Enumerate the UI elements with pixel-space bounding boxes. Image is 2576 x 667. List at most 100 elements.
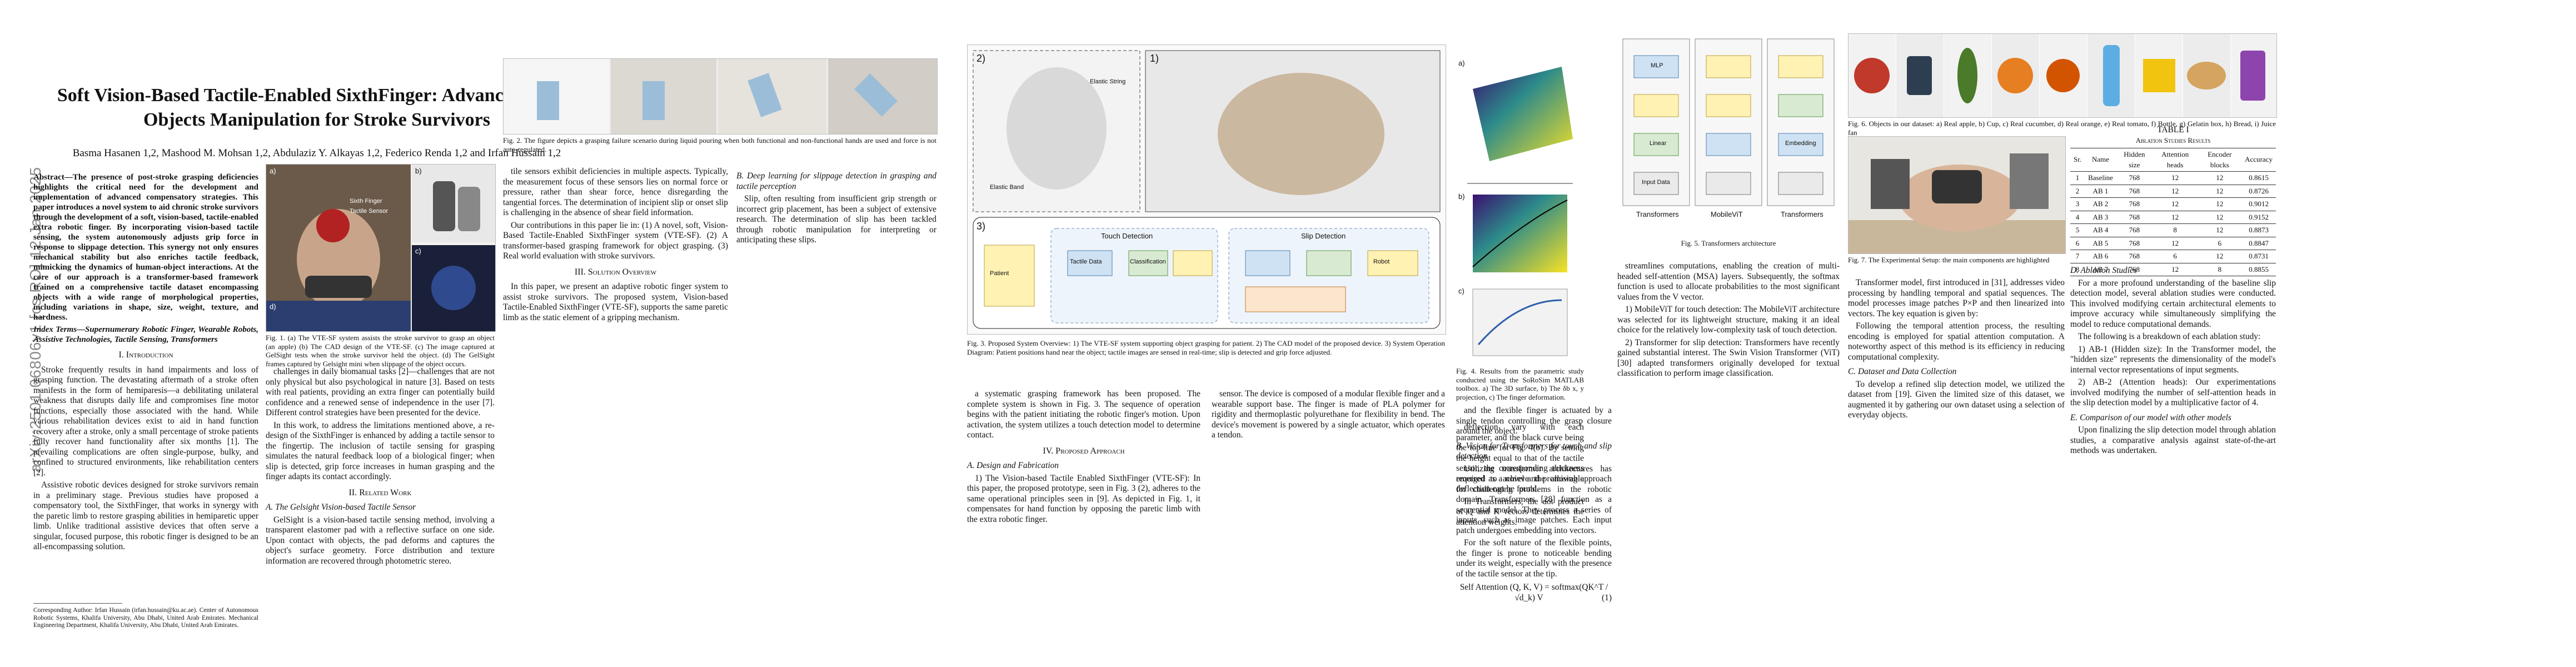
- table-cell: (1): [1602, 593, 1612, 603]
- subsection-heading: A. The Gelsight Vision-based Tactile Sen…: [266, 502, 416, 512]
- table-cell: AB 4: [2085, 223, 2116, 237]
- figure-7-caption: Fig. 7. The Experimental Setup: the main…: [1848, 256, 2050, 264]
- table-cell: 1: [2070, 171, 2085, 185]
- table-cell: 12: [2198, 197, 2242, 211]
- table-cell: Name: [2085, 148, 2116, 172]
- diagram-node: Patient: [990, 270, 1009, 277]
- table-1: TABLE I Ablation Studies Results Sr. Nam…: [2070, 125, 2276, 276]
- column-8: Transformer model, first introduced in […: [1848, 278, 2065, 423]
- table-cell: 3: [2070, 197, 2085, 211]
- table-cell: Accuracy: [2241, 148, 2276, 172]
- column-9: D. Ablation Studies For a more profound …: [2070, 261, 2276, 459]
- table-cell: 0.8855: [2241, 262, 2276, 276]
- paragraph: Upon finalizing the slip detection model…: [2070, 425, 2276, 455]
- table-cell: 7: [2070, 250, 2085, 263]
- figure-label: 1): [1150, 53, 1159, 64]
- table-cell: 0.8731: [2241, 250, 2276, 263]
- section-heading: II. Related Work: [348, 487, 412, 497]
- footnotes: Corresponding Author: Irfan Hussain (irf…: [33, 607, 258, 629]
- column-3b: B. Deep learning for slippage detection …: [736, 167, 936, 248]
- section-heading: III. Solution Overview: [574, 267, 657, 277]
- figure-3-caption: Fig. 3. Proposed System Overview: 1) The…: [967, 339, 1445, 356]
- figure-2-photos: [504, 59, 937, 134]
- column-1: Abstract—The presence of post-stroke gra…: [33, 172, 258, 555]
- paragraph: In this paper, we present an adaptive ro…: [503, 282, 728, 322]
- table-title: TABLE I: [2157, 125, 2189, 135]
- figure-4-caption: Fig. 4. Results from the parametric stud…: [1456, 367, 1584, 401]
- paragraph: 2) Transformer for slip detection: Trans…: [1617, 337, 1840, 379]
- table-cell: AB 3: [2085, 210, 2116, 224]
- paper-title: Soft Vision-Based Tactile-Enabled SixthF…: [57, 85, 577, 130]
- column-7: streamlines computations, enabling the c…: [1617, 261, 1840, 381]
- paragraph: tile sensors exhibit deficiencies in mul…: [503, 167, 728, 217]
- keywords: Index Terms—Supernumerary Robotic Finger…: [33, 325, 258, 344]
- figure-label: b): [415, 167, 422, 175]
- table-cell: 768: [2116, 262, 2153, 276]
- table-cell: 768: [2116, 223, 2153, 237]
- table-subtitle: Ablation Studies Results: [2135, 136, 2211, 145]
- paragraph: 1) AB-1 (Hidden size): In the Transforme…: [2070, 344, 2276, 375]
- paragraph: Assistive robotic devices designed for s…: [33, 480, 258, 551]
- callout-label: Tactile Sensor: [350, 208, 388, 215]
- table-cell: AB 7: [2085, 262, 2116, 276]
- table-cell: Self Attention (Q, K, V) = softmax(QK^T …: [1459, 583, 1608, 603]
- table-cell: 0.8615: [2241, 171, 2276, 185]
- paragraph: a systematic grasping framework has been…: [967, 389, 1200, 440]
- figure-5-diagram: [1622, 38, 1835, 206]
- table-cell: 12: [2152, 171, 2198, 185]
- table-cell: 8: [2152, 223, 2198, 237]
- subsection-heading: B. Vision for Transformers for touch and…: [1456, 441, 1612, 461]
- figure-label: 2): [976, 53, 986, 64]
- figure-6: [1848, 33, 2277, 118]
- table-cell: 768: [2116, 210, 2153, 224]
- section-heading: IV. Proposed Approach: [1043, 446, 1125, 456]
- table-cell: AB 1: [2085, 184, 2116, 198]
- paragraph: The following is a breakdown of each abl…: [2078, 332, 2261, 341]
- subsection-heading: A. Design and Fabrication: [967, 461, 1059, 470]
- figure-1: a) b) c) d) Sixth Finger Tactile Sensor: [266, 164, 496, 332]
- table-cell: 8: [2070, 262, 2085, 276]
- table-cell: 6: [2070, 236, 2085, 250]
- figure-4: a) b) c): [1456, 56, 1584, 361]
- paragraph: For a more profound understanding of the…: [2070, 278, 2276, 329]
- table-cell: Sr.: [2070, 148, 2085, 172]
- column-4b: sensor. The device is composed of a modu…: [1212, 389, 1445, 443]
- abstract: Abstract—The presence of post-stroke gra…: [33, 173, 258, 322]
- subsection-heading: C. Dataset and Data Collection: [1848, 367, 1957, 376]
- table-cell: 768: [2116, 184, 2153, 198]
- column-2: challenges in daily biomanual tasks [2]—…: [266, 367, 495, 569]
- diagram-node: Embedding: [1785, 140, 1816, 147]
- figure-5-caption: Fig. 5. Transformers architecture: [1681, 239, 1776, 247]
- table-cell: Baseline: [2085, 171, 2116, 185]
- subsection-heading: E. Comparison of our model with other mo…: [2070, 412, 2231, 422]
- table-cell: 12: [2198, 171, 2242, 185]
- figure-5: Transformers MobileViT Transformers Inpu…: [1617, 33, 1840, 233]
- diagram-caption-label: MobileViT: [1711, 210, 1743, 218]
- paragraph: Utilizing transformer architectures has …: [1456, 464, 1612, 535]
- figure-label: c): [415, 247, 421, 255]
- column-3: tile sensors exhibit deficiencies in mul…: [503, 167, 728, 325]
- table-cell: 4: [2070, 210, 2085, 224]
- column-5: and the flexible finger is actuated by a…: [1456, 406, 1612, 603]
- paragraph: 2) AB-2 (Attention heads): Our experimen…: [2070, 377, 2276, 407]
- table-cell: 0.8726: [2241, 184, 2276, 198]
- page-1: arXiv:2501.06806v1 [cs.RO] 12 Jan 2025 S…: [0, 0, 938, 667]
- diagram-node: Tactile Data: [1070, 258, 1102, 265]
- figure-3: 2) 1) 3) Touch Detection Slip Detection …: [967, 44, 1446, 335]
- paragraph: In this work, to address the limitations…: [266, 420, 495, 482]
- page-2: 2) 1) 3) Touch Detection Slip Detection …: [967, 0, 1612, 667]
- diagram-node: Robot: [1373, 258, 1390, 265]
- table-cell: 768: [2116, 236, 2153, 250]
- diagram-caption-label: Transformers: [1636, 210, 1679, 218]
- paragraph: 1) MobileViT for touch detection: The Mo…: [1617, 305, 1840, 335]
- table-cell: 6: [2198, 236, 2242, 250]
- figure-label: c): [1458, 287, 1464, 295]
- table-cell: 12: [2152, 210, 2198, 224]
- table-cell: 5: [2070, 223, 2085, 237]
- figure-label: a): [270, 167, 276, 175]
